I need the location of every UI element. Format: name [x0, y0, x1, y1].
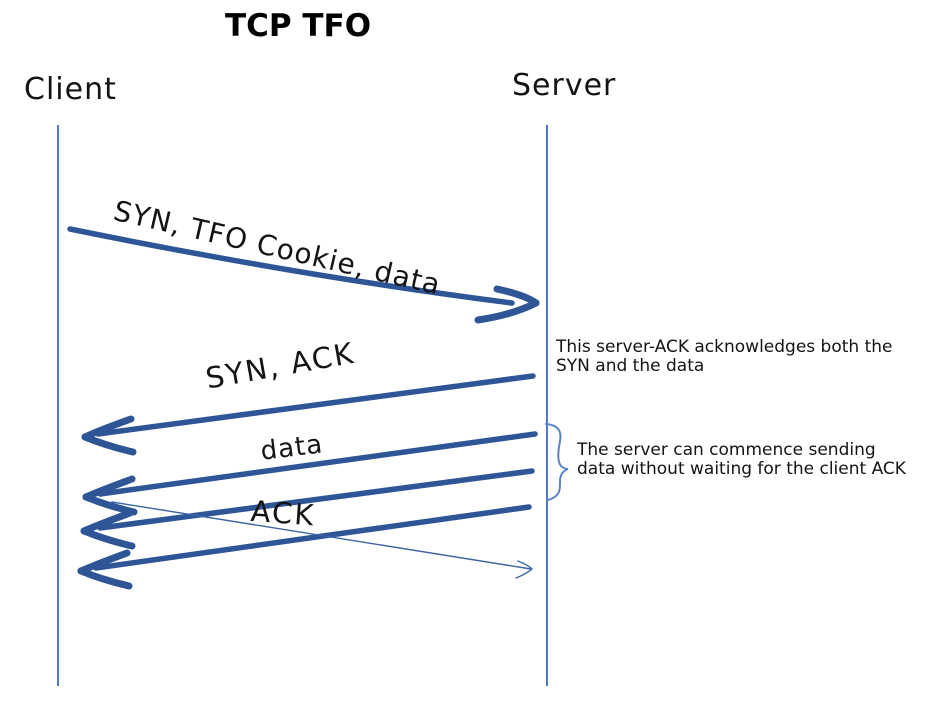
arrow-syn-ack	[81, 373, 536, 456]
arrow-data-2	[80, 468, 535, 550]
arrow-client-ack-thin	[111, 501, 534, 579]
arrow-syn-tfo-cookie-data	[67, 226, 540, 324]
brace-server-sends	[545, 423, 569, 501]
message-label-ack: ACK	[249, 494, 317, 533]
annotation-server-ack: This server-ACK acknowledges both the SY…	[556, 337, 893, 377]
arrow-data-3	[77, 504, 532, 590]
client-actor-label: Client	[24, 72, 117, 107]
server-actor-label: Server	[512, 68, 617, 103]
diagram-title: TCP TFO	[225, 8, 372, 44]
annotation-server-send: The server can commence sending data wit…	[577, 440, 906, 480]
